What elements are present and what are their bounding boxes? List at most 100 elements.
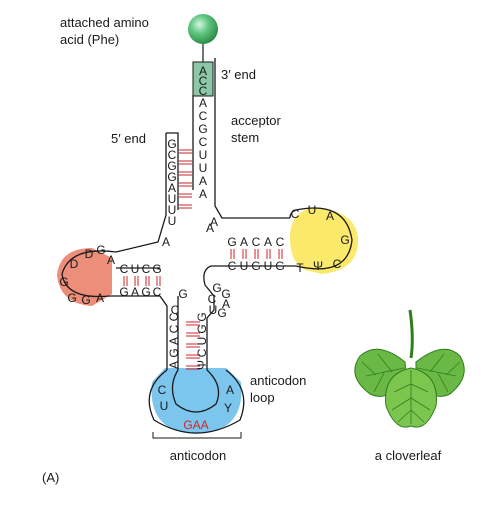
nucleotide-anticodon-stem-left-2: A: [167, 337, 181, 345]
anticodon-loop-label-line2: loop: [250, 390, 275, 405]
t-loop-fill: [290, 208, 358, 274]
nucleotide-d-loop-7: A: [96, 291, 104, 305]
nucleotide-d-stem-bottom-2: G: [141, 285, 150, 299]
nucleotide-d-loop-0: A: [107, 253, 115, 267]
nucleotide-t-stem-bottom-2: G: [251, 259, 260, 273]
nucleotide-anticodon-stem-left-0: C: [167, 312, 181, 321]
nucleotide-t-loop-5: Ψ: [313, 259, 323, 273]
nucleotide-d-loop-2: D: [85, 247, 94, 261]
nucleotide-d-loop-4: G: [59, 275, 68, 289]
nucleotide-acceptor-right-6: A: [199, 174, 207, 188]
nucleotide-variable-loop-2: A: [222, 297, 230, 311]
nucleotide-t-stem-top-4: C: [276, 235, 285, 249]
nucleotide-variable-loop-4: U: [209, 303, 218, 317]
nucleotide-acceptor-left-extra-0: A: [162, 235, 170, 249]
nucleotide-anticodon-stem-right-2: U: [195, 337, 209, 346]
nucleotide-t-stem-bottom-1: U: [240, 259, 249, 273]
amino-acid-ball: [188, 14, 218, 44]
nucleotide-acceptor-right-5: U: [199, 161, 208, 175]
nucleotide-t-loop-6: T: [296, 261, 304, 275]
nucleotide-d-loop-1: G: [96, 243, 105, 257]
nucleotide-d-stem-bottom-3: C: [153, 285, 162, 299]
nucleotide-anticodon-loop-right-1: Y: [224, 401, 232, 415]
nucleotide-anticodon-loop-right-0: A: [226, 383, 234, 397]
nucleotide-t-loop-1: U: [308, 203, 317, 217]
nucleotide-t-loop-3: G: [340, 233, 349, 247]
nucleotide-t-stem-bottom-4: G: [275, 259, 284, 273]
nucleotide-t-loop-4: C: [333, 257, 342, 271]
nucleotide-variable-loop-1: G: [221, 287, 230, 301]
nucleotide-acceptor-left-4: A: [168, 181, 176, 195]
nucleotide-acceptor-left-0: G: [167, 137, 176, 151]
cloverleaf-label: a cloverleaf: [375, 448, 442, 463]
nucleotide-d-loop-5: G: [67, 291, 76, 305]
five-prime-label: 5′ end: [111, 131, 146, 146]
acceptor-label-line2: stem: [231, 130, 259, 145]
nucleotide-anticodon-stem-left-1: C: [167, 324, 181, 333]
nucleotide-acceptor-left-1: C: [168, 148, 177, 162]
nucleotide-d-stem-top-1: U: [131, 262, 140, 276]
nucleotide-junction-misc-0: A: [206, 221, 214, 235]
nucleotide-acceptor-right-2: G: [198, 122, 207, 136]
nucleotide-d-stem-bottom-0: G: [119, 285, 128, 299]
three-prime-label: 3′ end: [221, 67, 256, 82]
nucleotide-t-loop-2: A: [326, 209, 334, 223]
nucleotide-t-loop-0: C: [291, 207, 300, 221]
nucleotide-t-stem-top-1: A: [240, 235, 248, 249]
nucleotide-d-stem-bottom-1: A: [131, 285, 139, 299]
nucleotide-variable-loop-3: G: [217, 306, 226, 320]
nucleotide-variable-loop-0: G: [212, 281, 221, 295]
nucleotide-junction-misc-1: A: [210, 215, 218, 229]
anticodon-loop-fill: [151, 368, 242, 434]
panel-label: (A): [42, 470, 59, 485]
nucleotide-acceptor-left-3: G: [167, 170, 176, 184]
acceptor-label-line1: acceptor: [231, 113, 282, 128]
nucleotide-acceptor-left-7: U: [168, 214, 177, 228]
nucleotide-acceptor-left-5: U: [168, 192, 177, 206]
nucleotide-t-stem-bottom-0: C: [228, 259, 237, 273]
nucleotide-junction-misc-2: C: [171, 303, 180, 317]
nucleotide-acceptor-left-2: G: [167, 159, 176, 173]
nucleotide-acceptor-right-4: U: [199, 148, 208, 162]
base-pair-ticks: [123, 149, 283, 370]
anticodon-bases: GAA: [183, 418, 208, 432]
nucleotide-acceptor-right-1: C: [199, 109, 208, 123]
nucleotide-t-stem-top-3: A: [264, 235, 272, 249]
nucleotide-t-stem-top-0: G: [227, 235, 236, 249]
nucleotide-anticodon-stem-right-4: Ψ: [195, 360, 209, 370]
nucleotide-anticodon-stem-left-4: A: [167, 361, 181, 369]
nucleotide-acceptor-cca-2: C: [199, 84, 208, 98]
nucleotide-variable-loop-5: C: [208, 292, 217, 306]
anticodon-label: anticodon: [170, 448, 226, 463]
backbone-outline: [61, 58, 353, 434]
nucleotide-anticodon-loop-left-0: C: [158, 383, 167, 397]
nucleotide-d-loop-3: D: [70, 257, 79, 271]
nucleotide-acceptor-right-7: A: [199, 187, 207, 201]
anticodon-bracket: [152, 432, 242, 439]
nucleotide-d-stem-top-0: C: [120, 262, 129, 276]
nucleotide-acceptor-cca-1: C: [199, 74, 208, 88]
nucleotide-anticodon-stem-right-1: G: [195, 324, 209, 333]
anticodon-loop-label-line1: anticodon: [250, 373, 306, 388]
nucleotide-t-stem-top-2: C: [252, 235, 261, 249]
clover-stem: [408, 309, 414, 359]
nucleotide-d-stem-top-2: C: [142, 262, 151, 276]
clover-leaf-center: [385, 367, 437, 428]
nucleotide-d-stem-top-3: G: [152, 262, 161, 276]
nucleotide-anticodon-stem-left-3: G: [167, 348, 181, 357]
nucleotide-anticodon-stem-right-0: G: [195, 312, 209, 321]
nucleotide-acceptor-right-3: C: [199, 135, 208, 149]
nucleotide-anticodon-loop-left-1: U: [160, 399, 169, 413]
nucleotide-t-stem-bottom-3: U: [264, 259, 273, 273]
nucleotide-acceptor-left-6: U: [168, 203, 177, 217]
nucleotide-acceptor-cca-0: A: [199, 64, 207, 78]
cloverleaf-illustration: [354, 309, 465, 428]
nucleotide-junction-misc-3: G: [178, 287, 187, 301]
nucleotide-d-loop-6: G: [81, 293, 90, 307]
amino-acid-label-line2: acid (Phe): [60, 32, 119, 47]
d-loop-fill: [57, 248, 112, 306]
nucleotide-acceptor-right-0: A: [199, 96, 207, 110]
